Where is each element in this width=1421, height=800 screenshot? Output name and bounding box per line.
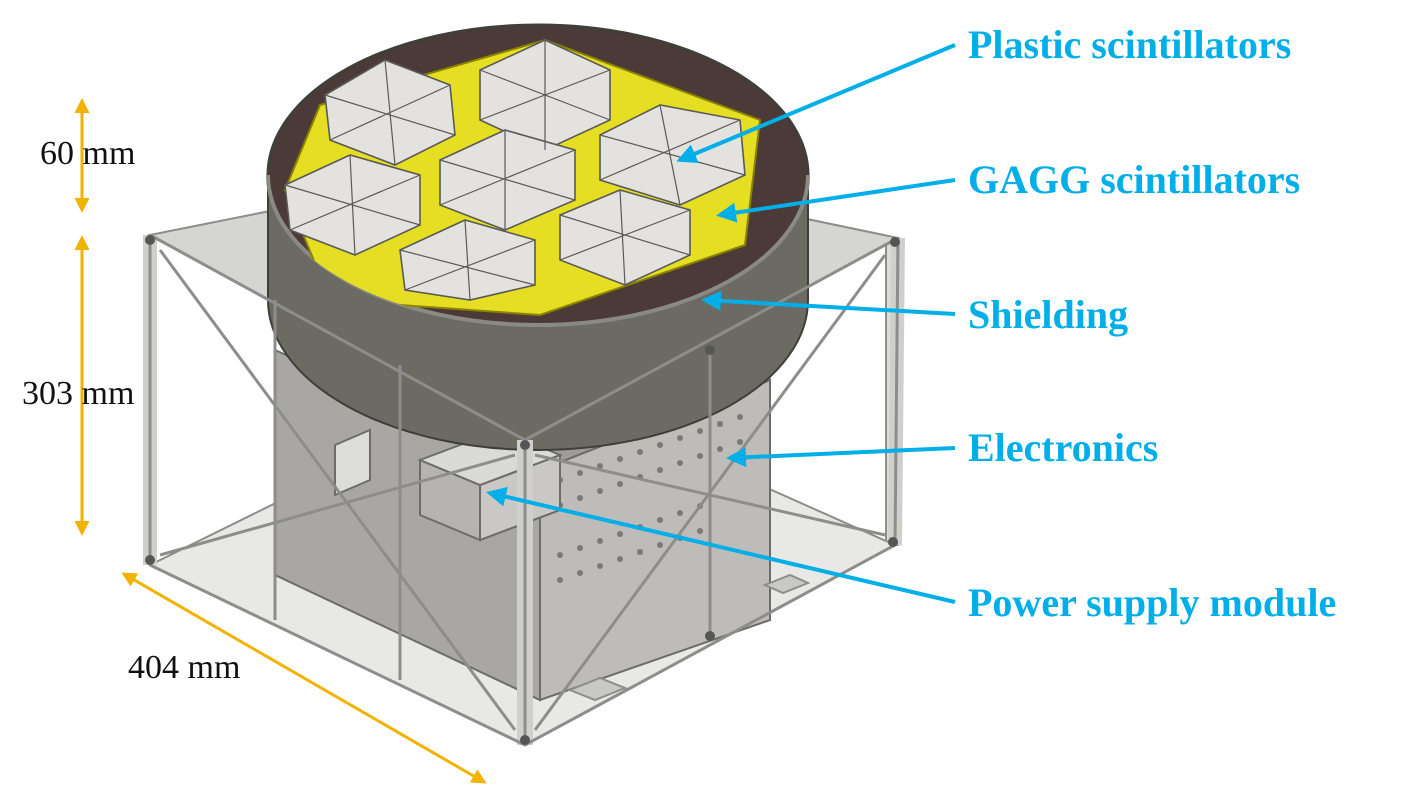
dimension-arrows <box>74 98 487 784</box>
scintillator-array <box>283 38 762 317</box>
arrow-power <box>486 486 956 604</box>
label-plastic-scintillators: Plastic scintillators <box>968 22 1292 67</box>
arrow-gagg <box>716 178 956 223</box>
label-electronics: Electronics <box>968 425 1159 470</box>
dim-label-60mm: 60 mm <box>40 135 136 172</box>
dim-label-404mm: 404 mm <box>128 649 241 686</box>
arrow-electronics <box>726 446 956 468</box>
callout-arrows <box>486 43 956 604</box>
label-power-supply-module: Power supply module <box>968 580 1337 625</box>
mounting-feet <box>567 573 811 702</box>
label-shielding: Shielding <box>968 292 1129 337</box>
tile-divisions <box>284 40 746 301</box>
arrow-plastic <box>676 43 956 164</box>
arrow-shielding <box>701 290 956 316</box>
dim-arrow-404 <box>121 572 487 784</box>
frame-bolts <box>145 235 900 745</box>
label-gagg-scintillators: GAGG scintillators <box>968 157 1301 202</box>
instrument <box>143 23 905 747</box>
dim-label-303mm: 303 mm <box>22 375 135 412</box>
